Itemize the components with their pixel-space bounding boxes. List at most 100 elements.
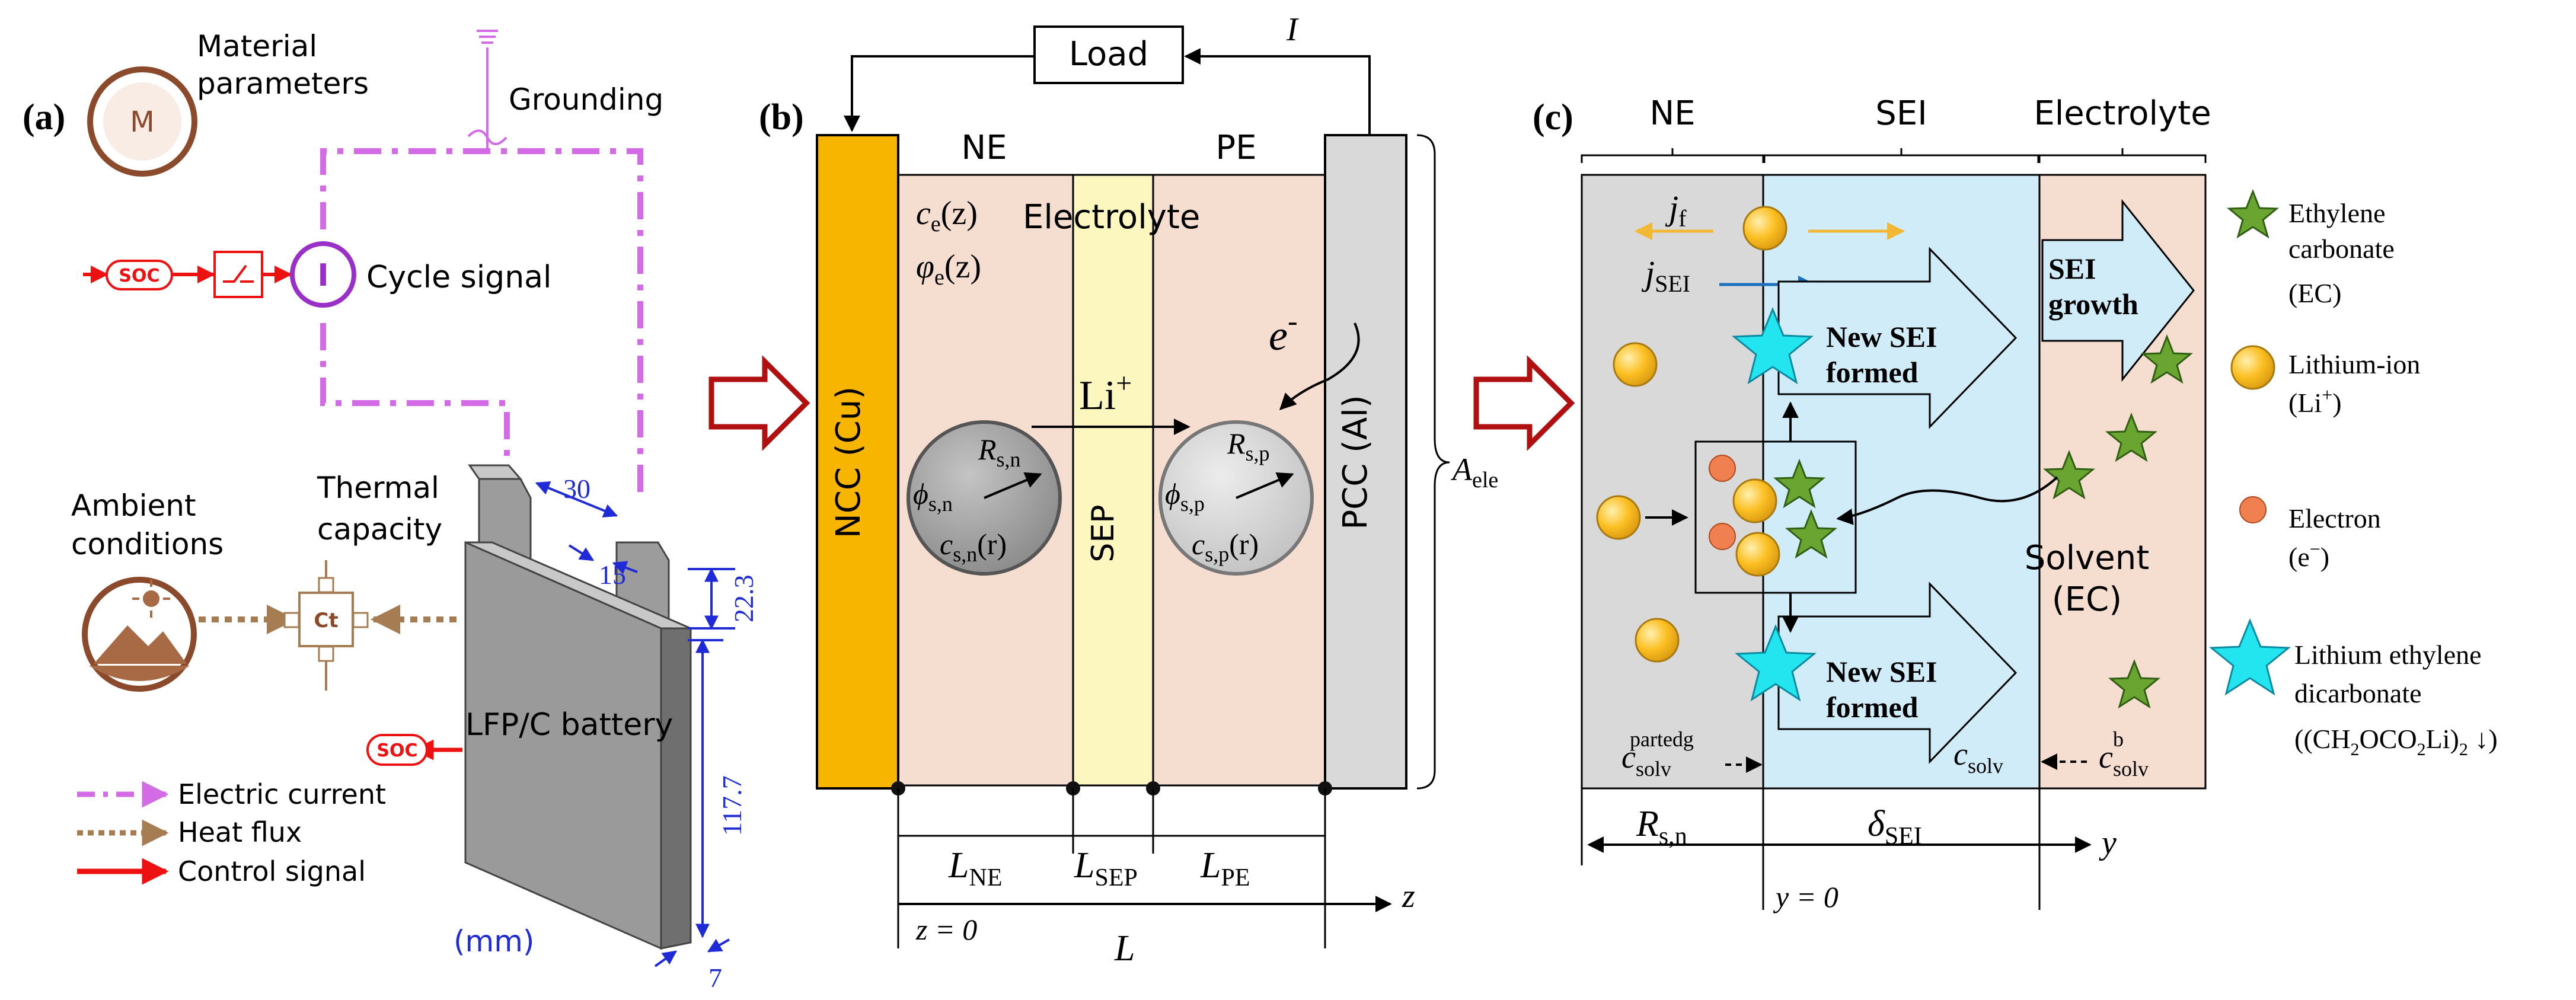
grounding-icon (467, 30, 507, 148)
delta-sei: δSEI (1868, 804, 1922, 850)
reaction-box (1694, 440, 1857, 594)
electrolyte-label: Electrolyte (1023, 198, 1200, 237)
legend-control-label: Control signal (178, 855, 366, 887)
legend-led-line1: Lithium ethylene (2294, 640, 2482, 670)
legend-ec-star (2228, 190, 2278, 238)
sei-growth-arrow (2041, 199, 2195, 382)
pcc-label: PCC (Al) (1336, 395, 1375, 529)
thermal-label-line1: Thermal (317, 471, 439, 505)
panel-b-label: (b) (759, 97, 804, 138)
pcc-collector (1324, 134, 1407, 790)
panel-a-label: (a) (23, 97, 65, 138)
li-ion-symbol: Li+ (1079, 368, 1132, 418)
phisp-symbol: ϕs,p (1165, 477, 1205, 516)
legend-li-line1: Lithium-ion (2288, 349, 2420, 379)
z-axis-label: z (1402, 878, 1415, 915)
sei-growth-line2: growth (2048, 287, 2138, 321)
csolv: csolv (1953, 736, 2003, 778)
legend-heat-label: Heat flux (178, 816, 302, 848)
li-ion-left-3 (1635, 618, 1680, 663)
c-ne-label: NE (1649, 94, 1695, 133)
load-label: Load (1069, 35, 1148, 74)
legend-led-line3: ((CH2OCO2Li)2 ↓) (2294, 724, 2498, 759)
csp-symbol: cs,p(r) (1192, 528, 1259, 566)
transition-arrow-ab (708, 355, 810, 451)
legend-c: Ethylene carbonate (EC) Lithium-ion (Li+… (2210, 190, 2498, 759)
ambient-conditions-icon (82, 577, 197, 692)
dim-tab-gap: 15 (599, 560, 626, 590)
current-symbol: I (1286, 11, 1299, 48)
legend-led-star (2210, 619, 2290, 695)
material-label-line2: parameters (197, 66, 369, 101)
ec-diffusion-arrow (1836, 476, 2058, 525)
csolv-partedg: csolvpartedg (1621, 727, 1694, 781)
load-box (1033, 25, 1184, 84)
ne-label: NE (961, 129, 1007, 167)
li-ion-left-1 (1613, 342, 1658, 387)
legend-electric-label: Electric current (178, 778, 386, 810)
ncc-collector (816, 134, 899, 790)
separator-region (1072, 174, 1154, 787)
lsep-symbol: LSEP (1074, 845, 1138, 892)
c-bottom-ticks (1581, 788, 2041, 910)
y-axis-label: y (2099, 825, 2117, 861)
cycle-signal-label: Cycle signal (366, 260, 551, 295)
panel-b: (b) Load I NCC (Cu) PCC (Al) SEP NE PE c… (759, 11, 1498, 969)
new-sei-top-line1: New SEI (1826, 320, 1937, 353)
csolv-b: csolvb (2099, 727, 2149, 781)
legend-electron-ball (2239, 496, 2267, 523)
li-ion-left-2 (1596, 495, 1641, 540)
current-arrow-out (844, 55, 1035, 132)
y-origin-label: y = 0 (1773, 880, 1838, 913)
thermal-capacity-icon: Ct (283, 560, 369, 691)
legend-ec-line3: (EC) (2288, 278, 2341, 308)
dim-body-height: 117.7 (717, 775, 747, 836)
pe-label: PE (1215, 129, 1256, 167)
material-icon-letter: M (130, 106, 154, 139)
legend-ec-line1: Ethylene (2288, 198, 2386, 228)
thermal-label-line2: capacity (317, 512, 442, 547)
new-sei-top-line2: formed (1826, 356, 1919, 389)
dim-tab-width: 30 (563, 474, 590, 504)
current-source-icon (290, 241, 356, 308)
lne-symbol: LNE (948, 845, 1002, 892)
c-ne-region (1581, 174, 1764, 790)
unit-label: (mm) (454, 924, 534, 959)
dim-thickness: 7 (708, 963, 722, 993)
aele-brace (1416, 134, 1450, 790)
header-braces (1581, 148, 2207, 163)
ambient-label-line2: conditions (71, 527, 224, 561)
rsp-symbol: Rs,p (1227, 427, 1270, 465)
material-label-line1: Material (197, 29, 317, 63)
legend-li-ball (2230, 345, 2275, 390)
anode-radius-arrow (984, 472, 1042, 499)
li-ion-box-1 (1732, 478, 1777, 523)
dimensions (535, 481, 735, 967)
panel-c: (c) NE SEI Electrolyte jf jSEI New SEI f… (1533, 94, 2498, 913)
cathode-radius-arrow (1236, 472, 1294, 499)
soc-tag-out-text: SOC (376, 740, 417, 761)
rsn-symbol: Rs,n (978, 433, 1021, 471)
electron-symbol: e- (1269, 304, 1298, 359)
electric-current-path (320, 148, 643, 492)
new-sei-arrow-bottom (1777, 582, 2018, 764)
c-sei-label: SEI (1875, 94, 1927, 133)
legend-e-line2: (e−) (2288, 538, 2329, 572)
battery-label: LFP/C battery (465, 707, 673, 743)
sei-growth-line1: SEI (2048, 252, 2096, 285)
legend-li-line2: (Li+) (2288, 384, 2342, 418)
panel-a: (a) M Material parameters Grounding SOC (23, 29, 759, 993)
ct-label: Ct (314, 609, 338, 632)
length-ticks (897, 788, 1326, 948)
li-ion-top (1742, 206, 1787, 251)
z-origin-label: z = 0 (915, 913, 977, 946)
battery-3d (464, 464, 692, 950)
new-sei-bottom-line1: New SEI (1826, 655, 1937, 688)
soc-tag-out (366, 734, 428, 766)
csn-symbol: cs,n(r) (940, 528, 1007, 566)
lpe-symbol: LPE (1200, 845, 1250, 892)
new-sei-bottom-line2: formed (1826, 691, 1919, 724)
solvent-line1: Solvent (2025, 539, 2149, 577)
ncc-label: NCC (Cu) (829, 386, 868, 538)
